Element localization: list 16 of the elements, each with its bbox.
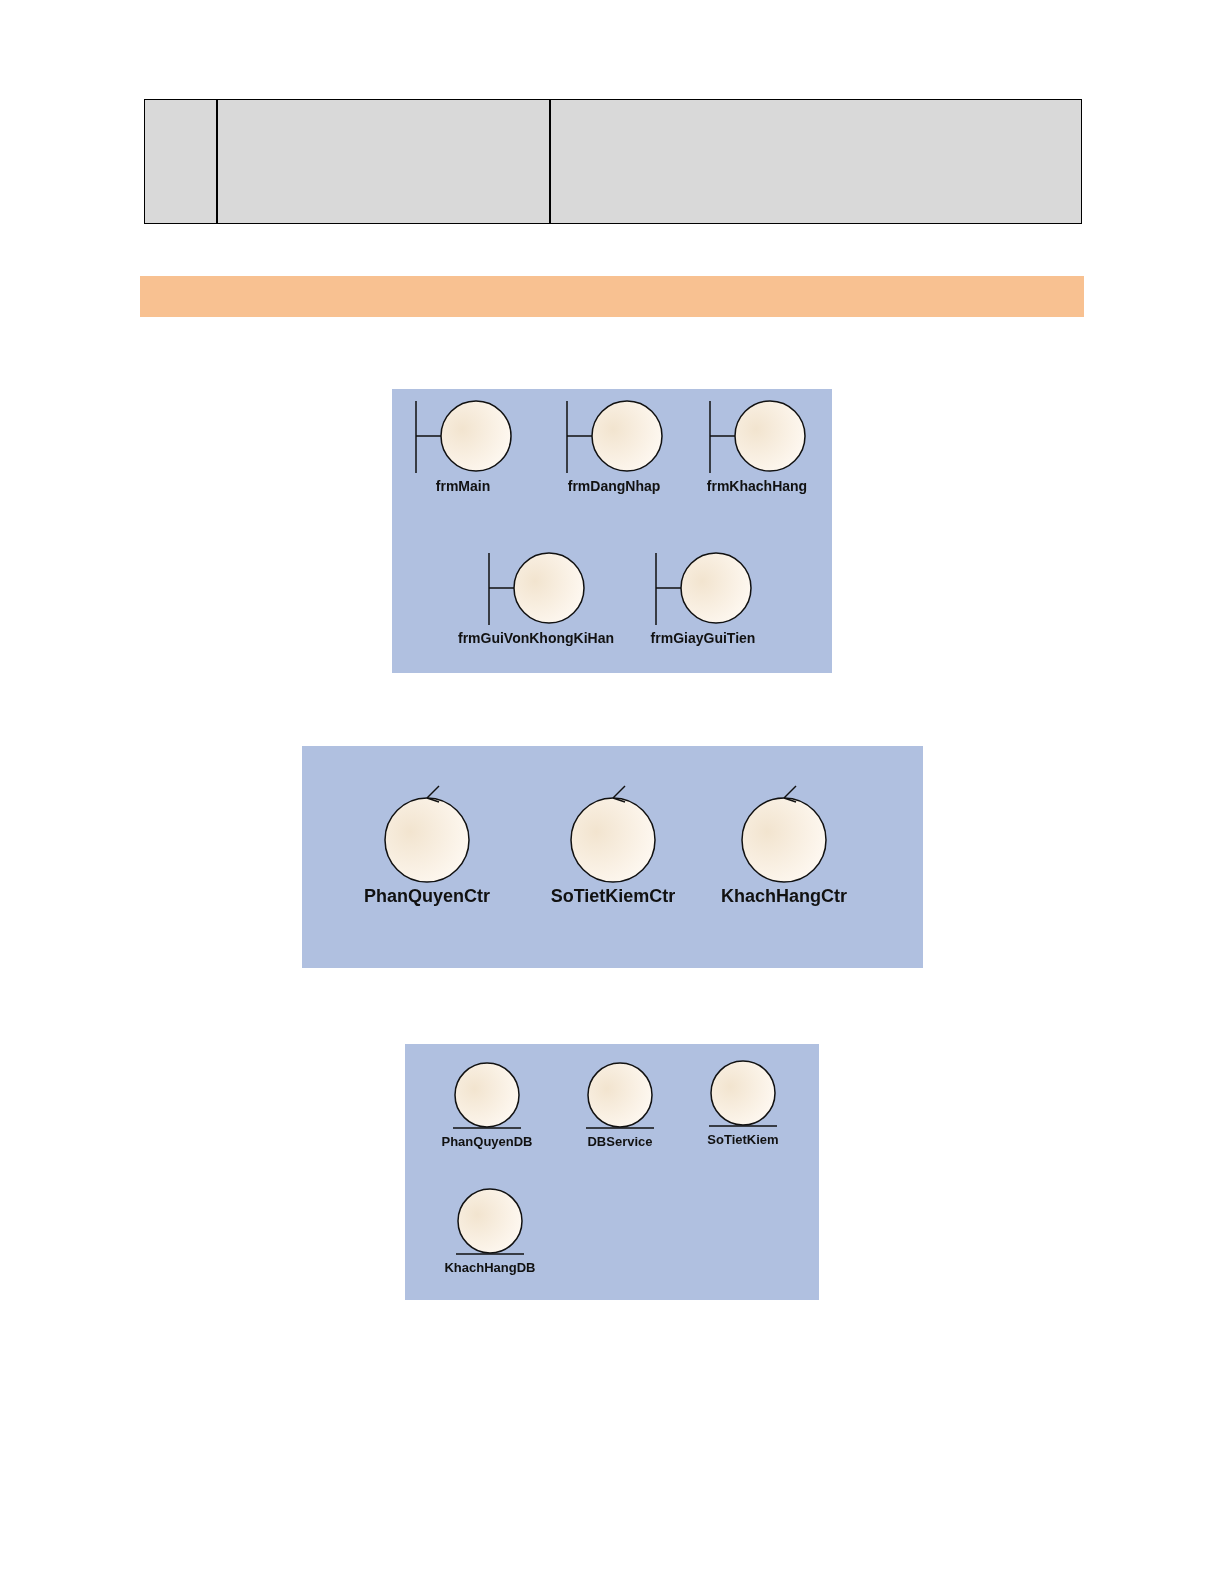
- class-name: frmKhachHang: [706, 478, 808, 494]
- class-name: frmMain: [435, 478, 491, 494]
- class-name: DBService: [587, 1134, 653, 1149]
- class-name: KhachHangDB: [444, 1260, 536, 1275]
- class-name: PhanQuyenCtr: [364, 886, 490, 907]
- diagram-panel: [302, 746, 923, 968]
- section-band: [140, 276, 1084, 317]
- class-name: frmDangNhap: [567, 478, 661, 494]
- class-name: SoTietKiem: [707, 1132, 779, 1147]
- class-name: KhachHangCtr: [721, 886, 847, 907]
- diagram-panel: [392, 389, 832, 673]
- class-name: PhanQuyenDB: [441, 1134, 533, 1149]
- class-name: frmGiayGuiTien: [650, 630, 756, 646]
- diagram-panel: [405, 1044, 819, 1300]
- class-name: frmGuiVonKhongKiHan: [457, 630, 615, 646]
- class-name: SoTietKiemCtr: [550, 886, 676, 907]
